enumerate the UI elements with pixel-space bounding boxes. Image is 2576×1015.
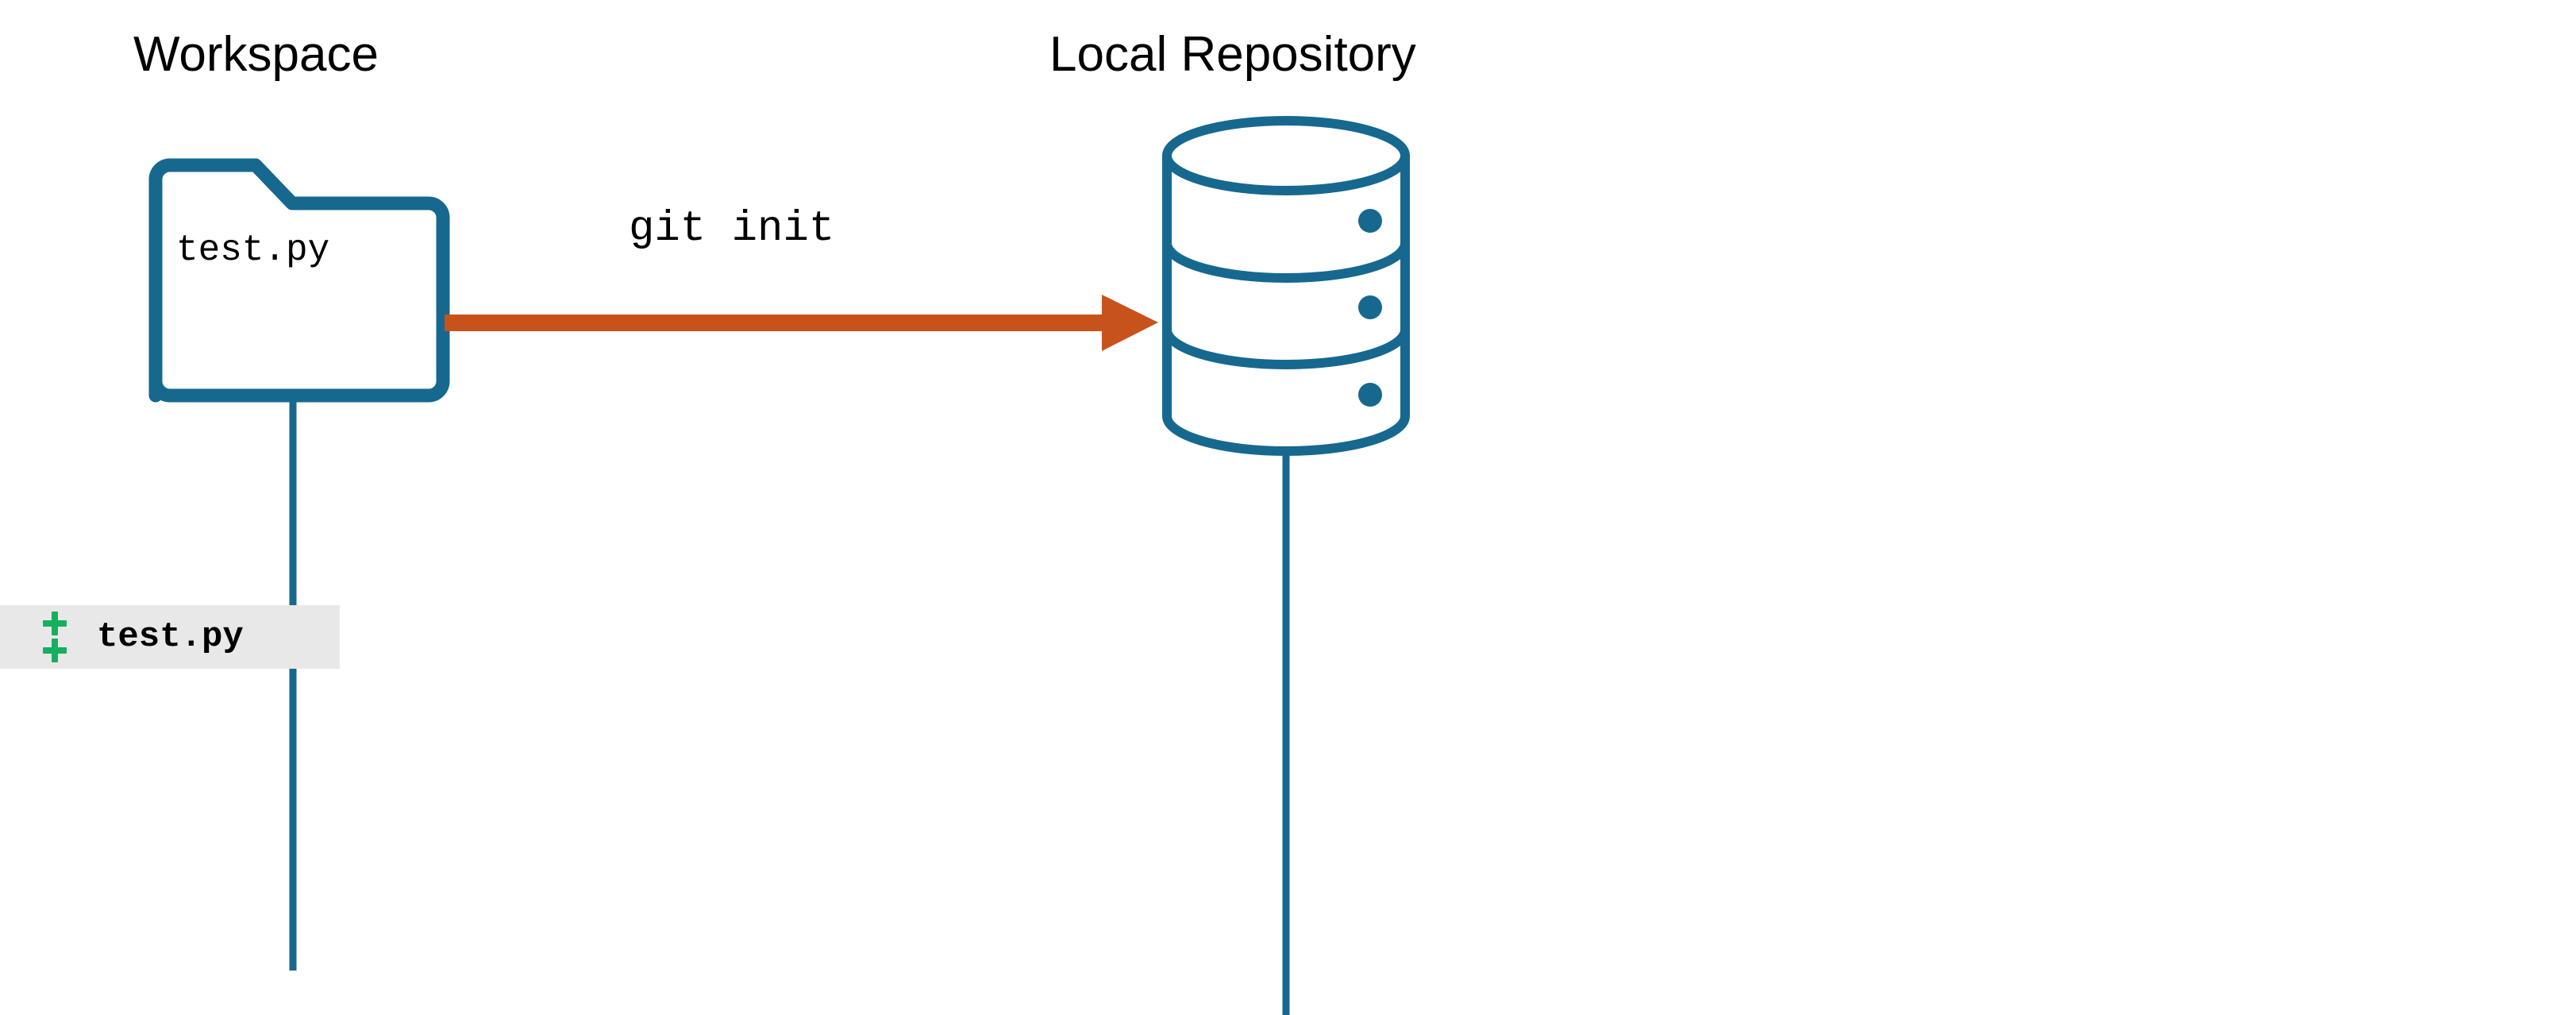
git-init-arrow <box>445 295 1158 351</box>
change-badge: test.py <box>0 605 340 669</box>
folder-icon <box>148 158 450 403</box>
local-repository-title: Local Repository <box>1049 27 1416 82</box>
plus-icon <box>43 639 67 662</box>
database-dot <box>1358 295 1382 319</box>
added-lines-icon <box>43 612 70 662</box>
change-badge-filename: test.py <box>97 617 244 657</box>
database-dot <box>1358 209 1382 233</box>
database-dot <box>1358 383 1382 407</box>
git-init-command-label: git init <box>629 205 835 253</box>
plus-icon <box>43 612 67 635</box>
folder-file-label: test.py <box>176 230 330 271</box>
database-cylinder-icon <box>1162 116 1410 456</box>
workspace-title: Workspace <box>133 27 379 82</box>
